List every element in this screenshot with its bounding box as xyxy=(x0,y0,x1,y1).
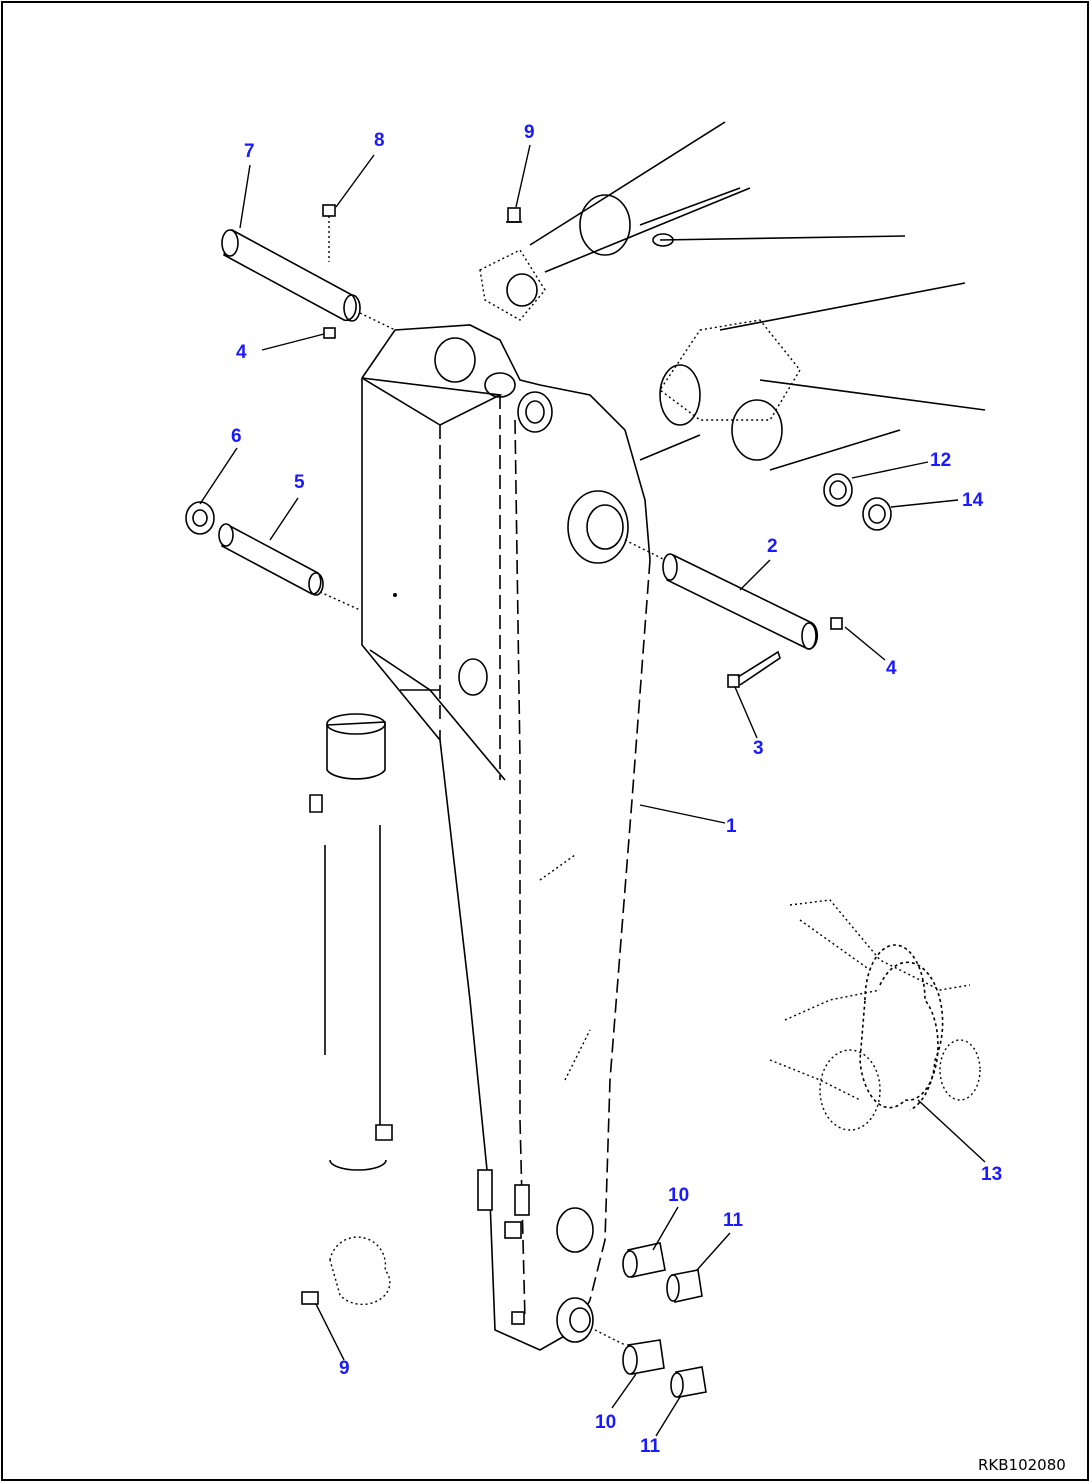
callout-12: 12 xyxy=(930,450,951,471)
arm-body xyxy=(361,324,651,1351)
callout-5: 5 xyxy=(294,472,305,493)
callout-14: 14 xyxy=(962,490,984,511)
leader-lines xyxy=(199,144,986,1437)
callout-4-right: 4 xyxy=(886,658,897,679)
fitting-9-bottom xyxy=(301,1236,391,1306)
callout-9-top: 9 xyxy=(524,122,535,143)
callout-11-lower: 11 xyxy=(640,1436,661,1457)
callout-6: 6 xyxy=(231,426,242,447)
bolt-3 xyxy=(727,650,781,688)
callout-13: 13 xyxy=(981,1164,1002,1185)
callout-3: 3 xyxy=(753,738,764,759)
cylinders xyxy=(479,121,986,471)
callout-10-lower: 10 xyxy=(595,1412,616,1433)
fitting-9-top xyxy=(506,207,522,223)
bushing-10-upper xyxy=(622,1242,666,1278)
callout-2: 2 xyxy=(767,536,778,557)
shim-14 xyxy=(862,497,892,531)
callout-10-upper: 10 xyxy=(668,1185,689,1206)
diagram-code: RKB102080 xyxy=(978,1456,1066,1474)
bushing-11-lower xyxy=(670,1366,707,1398)
bolt-8 xyxy=(322,204,336,262)
callout-8: 8 xyxy=(374,130,385,151)
pin-5 xyxy=(218,523,361,611)
nut-4-right xyxy=(830,617,843,630)
callouts: 1 2 3 4 4 5 6 7 8 9 9 10 10 11 11 12 13 … xyxy=(231,122,1002,1457)
callout-1: 1 xyxy=(726,816,737,837)
shim-12 xyxy=(823,473,853,507)
detail-13-inset xyxy=(769,899,981,1131)
bushing-11-upper xyxy=(666,1269,703,1303)
callout-9-bottom: 9 xyxy=(339,1358,350,1379)
callout-7: 7 xyxy=(244,141,255,162)
washer-6 xyxy=(185,501,215,535)
nut-4-top xyxy=(323,327,336,339)
bushing-10-lower xyxy=(594,1329,665,1375)
cylinder-phantom-left xyxy=(309,713,393,1171)
pin-7 xyxy=(221,228,396,331)
callout-11-upper: 11 xyxy=(723,1210,744,1231)
callout-4-top: 4 xyxy=(236,342,247,363)
pin-2 xyxy=(624,539,819,650)
